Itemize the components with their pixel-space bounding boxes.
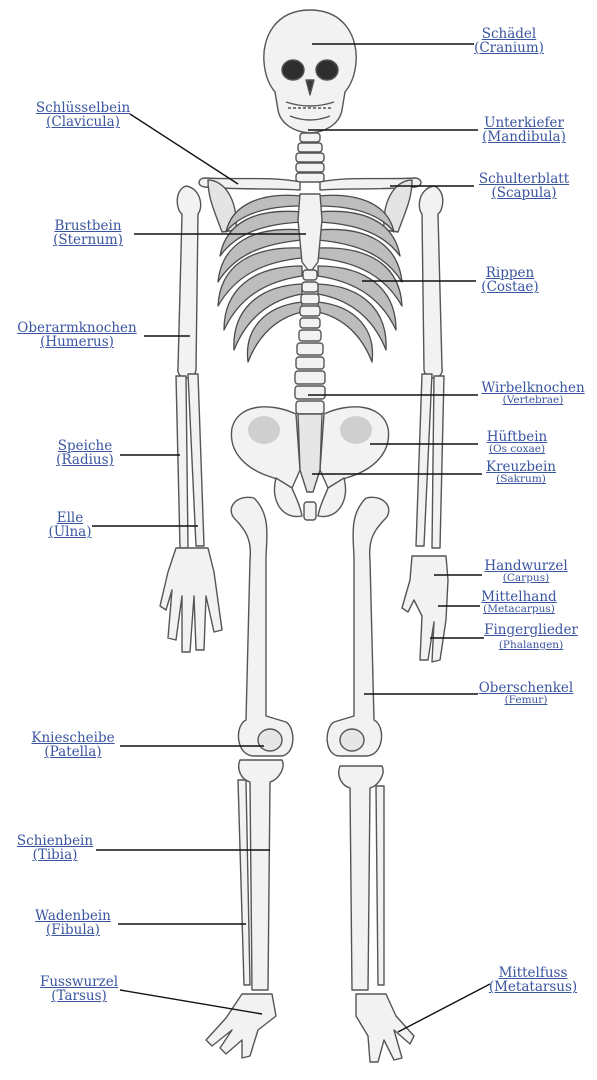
- femur-right: [326, 496, 390, 757]
- label-schulterblatt-la[interactable]: (Scapula): [491, 185, 557, 202]
- radius-right: [431, 375, 445, 549]
- label-hueftbein-de[interactable]: Hüftbein: [486, 429, 548, 445]
- label-wadenbein[interactable]: Wadenbein (Fibula): [28, 908, 118, 939]
- label-schaedel-de[interactable]: Schädel: [481, 26, 537, 42]
- pelvis: [230, 406, 390, 521]
- leader-lines: [92, 43, 491, 1033]
- left-arm: [159, 185, 223, 653]
- label-kniescheibe[interactable]: Kniescheibe (Patella): [26, 730, 120, 761]
- label-oberschenkel[interactable]: Oberschenkel (Femur): [476, 681, 576, 706]
- right-arm: [401, 185, 449, 663]
- right-leg: [326, 496, 415, 1063]
- label-unterkiefer-de[interactable]: Unterkiefer: [484, 115, 564, 131]
- fibula-left: [237, 779, 251, 986]
- label-speiche-de[interactable]: Speiche: [57, 438, 113, 454]
- label-fingerglieder-de[interactable]: Fingerglieder: [484, 622, 578, 638]
- femur-left: [230, 496, 294, 757]
- label-rippen[interactable]: Rippen (Costae): [474, 265, 546, 296]
- label-brustbein-de[interactable]: Brustbein: [54, 218, 122, 234]
- label-schaedel[interactable]: Schädel (Cranium): [469, 26, 549, 57]
- label-elle[interactable]: Elle (Ulna): [42, 510, 98, 541]
- label-kniescheibe-de[interactable]: Kniescheibe: [31, 730, 115, 746]
- label-schaedel-la[interactable]: (Cranium): [474, 40, 544, 57]
- leader-mittelfuss: [397, 983, 491, 1033]
- leader-schluesselbein: [129, 113, 239, 185]
- label-wirbelknochen-la[interactable]: (Vertebrae): [502, 394, 564, 407]
- label-oberschenkel-la[interactable]: (Femur): [504, 694, 548, 707]
- foot-right: [355, 993, 415, 1063]
- left-leg: [205, 496, 294, 1059]
- tibia-left: [238, 759, 284, 991]
- label-mittelfuss[interactable]: Mittelfuss (Metatarsus): [484, 965, 582, 996]
- label-unterkiefer-la[interactable]: (Mandibula): [482, 129, 566, 146]
- label-fusswurzel-de[interactable]: Fusswurzel: [39, 974, 119, 990]
- label-mittelfuss-de[interactable]: Mittelfuss: [498, 965, 568, 981]
- label-schluesselbein-de[interactable]: Schlüsselbein: [35, 100, 131, 116]
- label-mittelhand-de[interactable]: Mittelhand: [481, 589, 557, 605]
- label-handwurzel-de[interactable]: Handwurzel: [484, 558, 568, 574]
- label-rippen-la[interactable]: (Costae): [481, 279, 539, 296]
- label-kreuzbein-de[interactable]: Kreuzbein: [486, 459, 556, 475]
- label-schienbein-la[interactable]: (Tibia): [32, 847, 78, 864]
- label-oberarmknochen-la[interactable]: (Humerus): [40, 334, 114, 351]
- label-brustbein-la[interactable]: (Sternum): [53, 232, 123, 249]
- label-kniescheibe-la[interactable]: (Patella): [44, 744, 102, 761]
- label-schulterblatt[interactable]: Schulterblatt (Scapula): [472, 171, 576, 202]
- label-schluesselbein[interactable]: Schlüsselbein (Clavicula): [24, 100, 142, 131]
- patella-right: [339, 728, 365, 752]
- label-speiche-la[interactable]: (Radius): [56, 452, 114, 469]
- label-wirbelknochen[interactable]: Wirbelknochen (Vertebrae): [478, 381, 588, 406]
- label-unterkiefer[interactable]: Unterkiefer (Mandibula): [474, 115, 574, 146]
- humerus-left: [176, 185, 202, 379]
- skull: [263, 9, 357, 134]
- sternum: [297, 193, 323, 271]
- label-wadenbein-de[interactable]: Wadenbein: [35, 908, 111, 924]
- label-oberarmknochen[interactable]: Oberarmknochen (Humerus): [12, 320, 142, 351]
- leader-fusswurzel: [119, 989, 263, 1015]
- spine: [294, 269, 326, 415]
- label-rippen-de[interactable]: Rippen: [485, 265, 535, 281]
- label-brustbein[interactable]: Brustbein (Sternum): [46, 218, 130, 249]
- foot-left: [205, 993, 277, 1059]
- label-oberschenkel-de[interactable]: Oberschenkel: [478, 680, 574, 696]
- label-wirbelknochen-de[interactable]: Wirbelknochen: [481, 380, 585, 396]
- label-handwurzel[interactable]: Handwurzel (Carpus): [480, 559, 572, 584]
- label-fusswurzel[interactable]: Fusswurzel (Tarsus): [34, 974, 124, 1005]
- ribs: [217, 194, 403, 363]
- label-hueftbein-la[interactable]: (Os coxae): [488, 443, 546, 456]
- label-fingerglieder-la[interactable]: (Phalangen): [498, 639, 564, 652]
- label-wadenbein-la[interactable]: (Fibula): [46, 922, 100, 939]
- hand-left: [159, 547, 223, 653]
- ulna-left: [187, 373, 205, 547]
- label-mittelhand[interactable]: Mittelhand (Metacarpus): [478, 590, 560, 615]
- label-speiche[interactable]: Speiche (Radius): [50, 438, 120, 469]
- patella-left: [257, 728, 283, 752]
- humerus-right: [418, 185, 444, 379]
- label-kreuzbein-la[interactable]: (Sakrum): [496, 473, 546, 486]
- label-mittelhand-la[interactable]: (Metacarpus): [483, 603, 555, 616]
- label-mittelfuss-la[interactable]: (Metatarsus): [488, 979, 578, 996]
- label-handwurzel-la[interactable]: (Carpus): [502, 572, 550, 585]
- label-schienbein[interactable]: Schienbein (Tibia): [12, 833, 98, 864]
- ulna-right: [415, 373, 433, 547]
- fibula-right: [375, 785, 385, 986]
- sacrum: [297, 413, 323, 493]
- tibia-right: [338, 765, 384, 991]
- label-fusswurzel-la[interactable]: (Tarsus): [51, 988, 107, 1005]
- label-schienbein-de[interactable]: Schienbein: [16, 833, 94, 849]
- label-fingerglieder[interactable]: Fingerglieder (Phalangen): [482, 623, 580, 651]
- label-elle-de[interactable]: Elle: [56, 510, 84, 526]
- label-schulterblatt-de[interactable]: Schulterblatt: [478, 171, 570, 187]
- hand-right: [401, 555, 449, 663]
- label-hueftbein[interactable]: Hüftbein (Os coxae): [478, 430, 556, 455]
- label-oberarmknochen-de[interactable]: Oberarmknochen: [17, 320, 137, 336]
- label-elle-la[interactable]: (Ulna): [48, 524, 92, 541]
- cervical-spine: [295, 132, 325, 183]
- label-kreuzbein[interactable]: Kreuzbein (Sakrum): [482, 460, 560, 485]
- label-schluesselbein-la[interactable]: (Clavicula): [46, 114, 120, 131]
- radius-left: [175, 375, 189, 549]
